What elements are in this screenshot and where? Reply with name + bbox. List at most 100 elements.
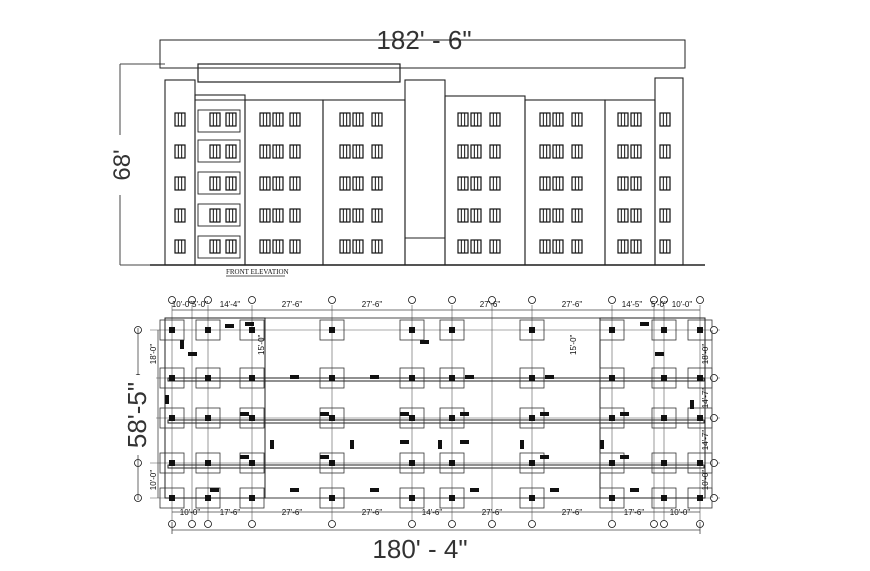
column [169,415,175,421]
bottom-dim-label: 27'-6" [282,508,303,517]
top-dim-label: 5'-0" [651,300,667,309]
top-dim-label: 10'-0" [672,300,693,309]
column [249,375,255,381]
grid-bubble-right [710,459,718,467]
column [697,327,703,333]
column-footing [519,367,545,389]
bottom-dim-label: 27'-6" [562,508,583,517]
grid-bubble-bottom [408,520,416,528]
grid-bubble-bottom [660,520,668,528]
window [470,208,482,223]
grid-bubble-bottom [204,520,212,528]
grid-bubble-bottom [328,520,336,528]
window [552,176,564,191]
column [329,327,335,333]
window [659,239,671,254]
window [470,144,482,159]
plan-gridlines [150,305,720,520]
window [457,112,469,127]
window [272,176,284,191]
window [457,239,469,254]
fixture [630,488,639,492]
column [249,327,255,333]
window [552,144,564,159]
grid-bubble-top [650,296,658,304]
window [630,144,642,159]
column-footing [319,452,345,474]
column-footing [239,452,265,474]
bottom-dim-label: 27'-6" [362,508,383,517]
column-footing [195,487,221,509]
window [209,176,221,191]
column [329,415,335,421]
window [339,208,351,223]
fixture [225,324,234,328]
plan-right-dims: 18'-0"14'-7"14'-7"10'-0" [701,344,710,491]
column [609,460,615,466]
window [209,112,221,127]
column-footing [599,407,625,429]
grid-bubble-top [528,296,536,304]
window [225,144,237,159]
top-dim-label: 14'-4" [220,300,241,309]
window [571,176,583,191]
window [630,208,642,223]
corridor-wall [167,377,705,382]
grid-bubble-top [608,296,616,304]
top-dim-label: 5'-0" [192,300,208,309]
window [339,144,351,159]
left-dim-label: 10'-0" [149,470,158,491]
column-footing [439,407,465,429]
window [289,176,301,191]
column [449,415,455,421]
grid-bubble-right [710,414,718,422]
window [339,176,351,191]
column [661,495,667,501]
elevation-height-label-bg [106,135,134,195]
window [339,112,351,127]
window [457,208,469,223]
left-dim-label: 18'-0" [149,344,158,365]
window [659,112,671,127]
column-footing [159,452,185,474]
elevation-caption: FRONT ELEVATION [226,268,289,276]
plan-top-dims: 10'-0"5'-0"14'-4"27'-6"27'-6"27'-6"27'-6… [172,300,693,309]
window [209,208,221,223]
stair-panel [197,235,241,259]
window [489,208,501,223]
window [617,144,629,159]
window [630,112,642,127]
window [489,112,501,127]
column [249,495,255,501]
window [225,208,237,223]
window [539,144,551,159]
column [169,375,175,381]
fixture [545,375,554,379]
column [529,495,535,501]
column [249,460,255,466]
plan-width-label-bg [360,534,480,560]
corridor-wall [167,419,705,424]
column [449,375,455,381]
column-footing [439,367,465,389]
window [470,112,482,127]
column [205,415,211,421]
grid-bubble-right [710,374,718,382]
window [289,239,301,254]
window [630,176,642,191]
column [697,375,703,381]
elevation-block [164,79,196,266]
column-footing [239,407,265,429]
column-footing [399,487,425,509]
column [697,460,703,466]
fixture [320,455,329,459]
window [352,239,364,254]
window [272,239,284,254]
column [409,415,415,421]
column-footing [195,319,221,341]
window [259,239,271,254]
window [174,112,186,127]
fixture [210,488,219,492]
column [529,327,535,333]
